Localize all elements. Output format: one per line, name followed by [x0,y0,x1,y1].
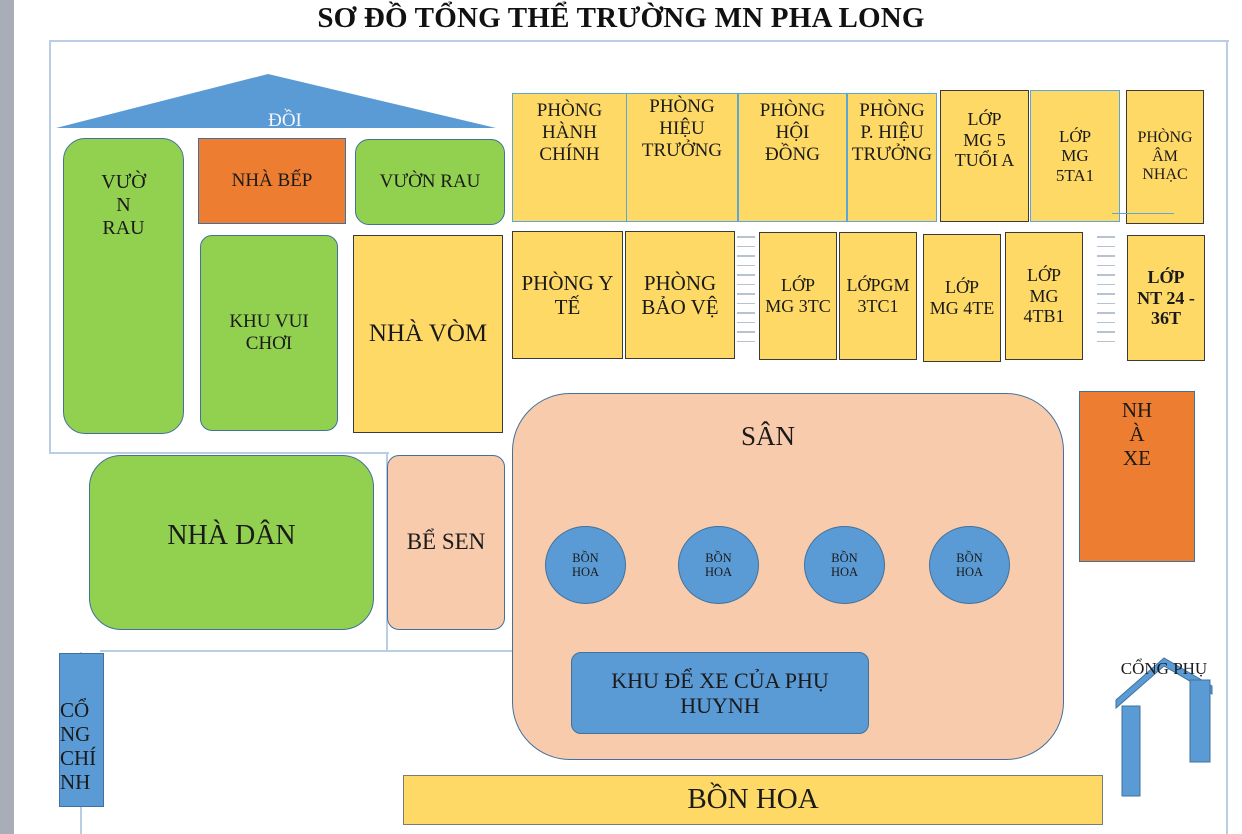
room-security: PHÒNG BẢO VỆ [625,231,735,359]
room-vice-principal: PHÒNG P. HIỆU TRƯỞNG [847,93,937,222]
class-mg-5ta1: LỚP MG 5TA1 [1030,90,1120,222]
flower-pot-1: BỒN HOA [545,526,626,604]
class-nt-24-36: LỚP NT 24 - 36T [1127,235,1205,361]
vegetable-garden-right: VƯỜN RAU [355,139,505,225]
page-title: SƠ ĐỒ TỔNG THỂ TRƯỜNG MN PHA LONG [317,2,925,34]
parent-parking: KHU ĐỂ XE CỦA PHỤ HUYNH [571,652,869,734]
side-gate-label: CỔNG PHỤ [1120,659,1208,679]
hill-label: ĐỒI [268,110,302,132]
frame-right-line [1226,40,1228,834]
music-room-divider [1112,213,1174,214]
flower-bed-bottom: BỒN HOA [403,775,1103,825]
class-mg-5a: LỚP MG 5 TUỔI A [940,90,1029,222]
room-medical: PHÒNG Y TẾ [512,231,623,359]
side-gate-shape [1115,657,1213,797]
kitchen: NHÀ BẾP [198,138,346,224]
stairs-1 [737,236,755,350]
music-room: PHÒNG ÂM NHẠC [1126,90,1204,224]
bike-shed: NH À XE [1079,391,1195,562]
flower-pot-4: BỒN HOA [929,526,1010,604]
frame-mid-line [49,452,389,454]
flower-pot-3: BỒN HOA [804,526,885,604]
class-mg-4te: LỚP MG 4TE [923,234,1001,362]
vegetable-garden-left: VƯỜ N RAU [63,138,184,434]
flower-pot-2: BỒN HOA [678,526,759,604]
main-gate: CỔ NG CHÍ NH [59,653,104,807]
frame-left-line [49,40,51,452]
frame-lower-line [100,650,528,652]
playground: KHU VUI CHƠI [200,235,338,431]
class-mg-4tb1: LỚP MG 4TB1 [1005,232,1083,360]
dome-hall: NHÀ VÒM [353,235,503,433]
frame-top-line [49,40,1229,42]
lotus-pond: BỂ SEN [387,455,505,630]
yard-label: SÂN [740,421,795,452]
window-edge [0,0,14,834]
room-administration: PHÒNG HÀNH CHÍNH [512,93,627,222]
room-council: PHÒNG HỘI ĐỒNG [738,93,847,222]
residential-house: NHÀ DÂN [89,455,374,630]
class-gm-3tc1: LỚPGM 3TC1 [839,232,917,360]
room-principal: PHÒNG HIỆU TRƯỞNG [626,93,738,222]
hill-shape [56,74,496,128]
class-mg-3tc: LỚP MG 3TC [759,232,837,360]
stairs-2 [1097,236,1115,350]
